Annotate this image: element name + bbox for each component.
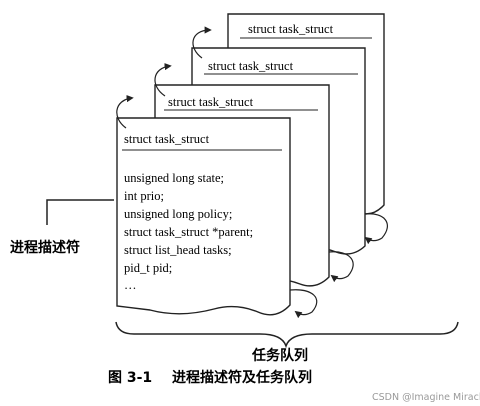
process-descriptor-pointer xyxy=(46,199,114,225)
next-arrow-3 xyxy=(364,213,388,245)
next-arrow-2 xyxy=(328,251,354,283)
caption-text: 进程描述符及任务队列 xyxy=(172,369,312,386)
prev-arrow-3 xyxy=(192,26,212,59)
card-4-header: struct task_struct xyxy=(248,22,334,36)
prev-arrow-2 xyxy=(154,63,172,97)
caption-number: 图 3-1 xyxy=(108,370,152,386)
card-2-header: struct task_struct xyxy=(168,95,254,109)
prev-arrow-1 xyxy=(116,95,134,129)
field-pid: pid_t pid; xyxy=(124,261,172,275)
front-card-fields: unsigned long state; int prio; unsigned … xyxy=(124,171,253,292)
field-policy: unsigned long policy; xyxy=(124,207,232,221)
process-descriptor-label: 进程描述符 xyxy=(10,239,80,256)
csdn-watermark: CSDN @Imagine Miracle xyxy=(372,392,480,403)
next-link-arrows xyxy=(289,213,388,319)
task-queue-brace xyxy=(115,321,459,349)
prev-link-arrows xyxy=(116,26,212,129)
card-3-header: struct task_struct xyxy=(208,59,294,73)
field-state: unsigned long state; xyxy=(124,171,224,185)
field-tasks: struct list_head tasks; xyxy=(124,243,232,257)
field-prio: int prio; xyxy=(124,189,164,203)
field-ellipsis: … xyxy=(124,278,137,292)
task-struct-card-1: struct task_struct unsigned long state; … xyxy=(116,117,291,316)
next-arrow-1 xyxy=(289,289,318,319)
field-parent: struct task_struct *parent; xyxy=(124,225,253,239)
figure-caption: 图 3-1 进程描述符及任务队列 xyxy=(108,369,312,386)
card-1-header: struct task_struct xyxy=(124,132,210,146)
task-queue-label: 任务队列 xyxy=(251,347,308,364)
